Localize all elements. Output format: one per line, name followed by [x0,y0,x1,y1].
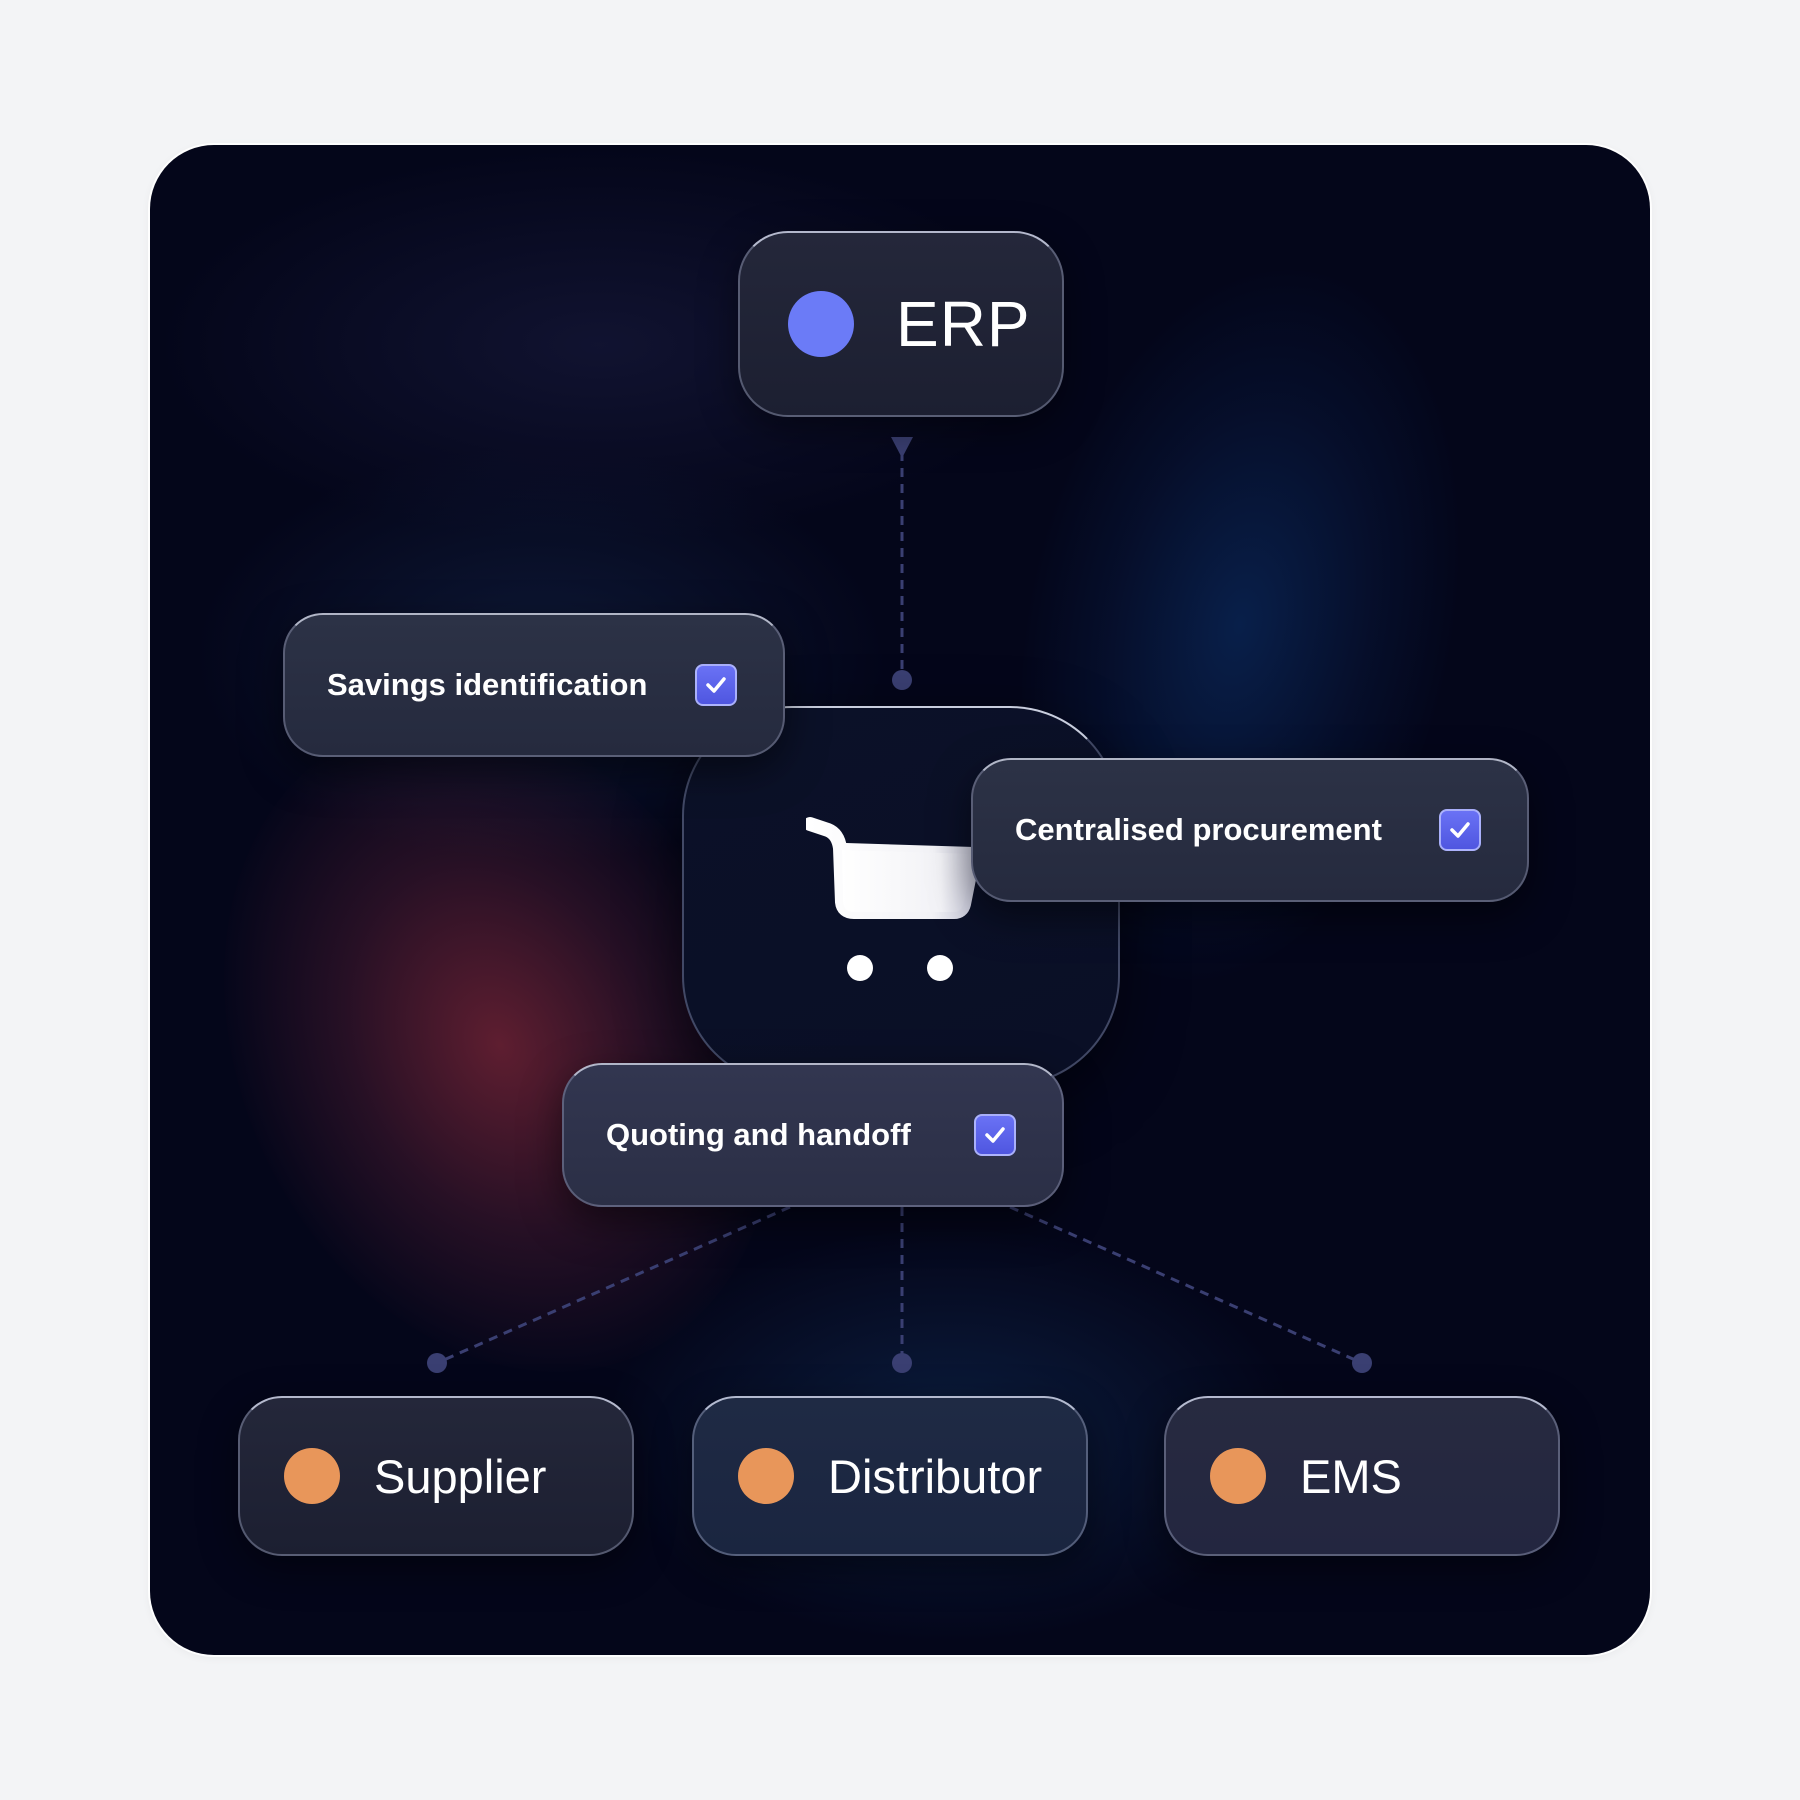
feature-chip-centralised[interactable]: Centralised procurement [971,758,1529,902]
checkbox-checked[interactable] [974,1114,1016,1156]
connector-ems [1009,1205,1363,1365]
check-icon [706,677,726,693]
check-icon [1450,822,1470,838]
partner-node-distributor[interactable]: Distributor [692,1396,1088,1556]
feature-label: Savings identification [327,667,648,702]
connector-endpoint [892,670,912,690]
feature-chip-savings[interactable]: Savings identification [283,613,785,757]
erp-node[interactable]: ERP [738,231,1064,417]
connector-endpoint [892,1353,912,1373]
partner-status-dot [738,1448,794,1504]
connector-supplier [436,1205,791,1365]
partner-node-supplier[interactable]: Supplier [238,1396,634,1556]
cart-icon [806,817,981,981]
connector-arrowhead [891,437,913,458]
partner-node-ems[interactable]: EMS [1164,1396,1560,1556]
check-icon [985,1127,1005,1143]
erp-label: ERP [896,288,1031,360]
partner-status-dot [1210,1448,1266,1504]
partner-label: Supplier [374,1449,547,1503]
feature-label: Centralised procurement [1015,812,1382,847]
connector-endpoint [1352,1353,1372,1373]
feature-label: Quoting and handoff [606,1117,911,1152]
checkbox-checked[interactable] [1439,809,1481,851]
feature-chip-quoting[interactable]: Quoting and handoff [562,1063,1064,1207]
partner-status-dot [284,1448,340,1504]
connector-endpoint [427,1353,447,1373]
partner-label: Distributor [828,1449,1043,1503]
erp-status-dot [788,291,854,357]
checkbox-checked[interactable] [695,664,737,706]
partner-label: EMS [1300,1449,1402,1503]
